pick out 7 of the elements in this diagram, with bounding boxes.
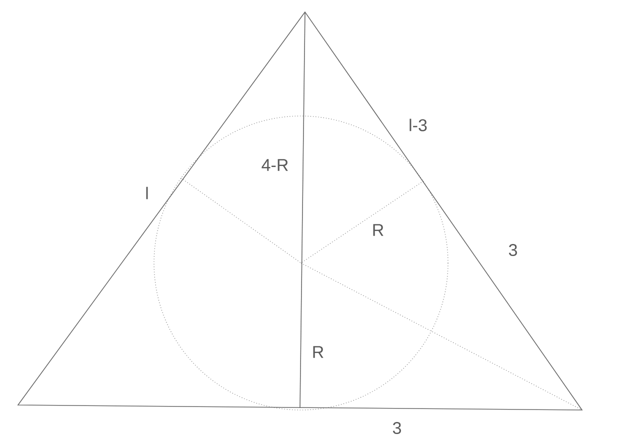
length-label: l [146, 186, 148, 200]
length-label: R [373, 224, 384, 236]
length-label: 3 [392, 422, 401, 434]
length-label: 3 [508, 244, 517, 256]
length-label: l-3 [410, 118, 427, 132]
length-label: R [313, 346, 324, 358]
length-label: 4-R [262, 159, 288, 171]
